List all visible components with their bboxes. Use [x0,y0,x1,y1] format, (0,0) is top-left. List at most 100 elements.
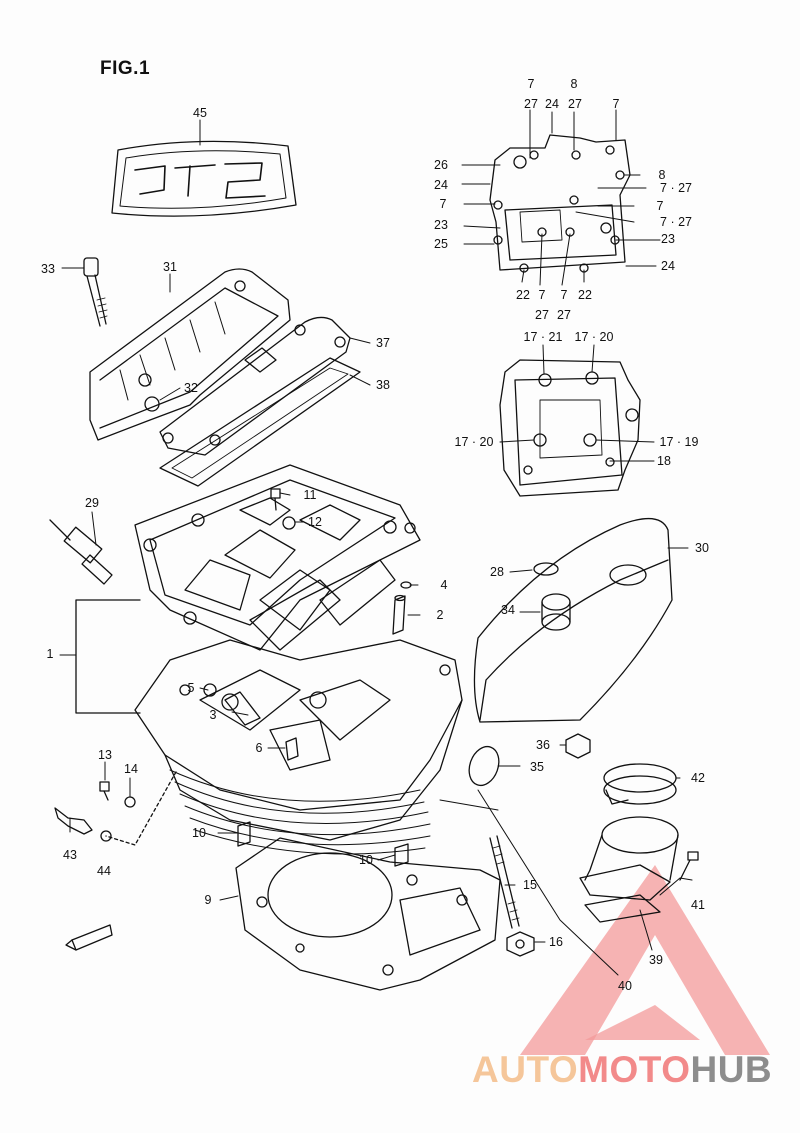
callout-40: 40 [618,979,632,993]
callout-41: 41 [691,898,705,912]
callout-34: 34 [501,603,515,617]
dowel-6 [285,737,299,761]
callout-2: 2 [436,608,444,622]
o-ring-5 [203,683,217,697]
callout-12: 12 [308,515,322,529]
callout-28: 28 [490,565,504,579]
grommet-32 [144,396,160,412]
bolt-41 [679,851,699,881]
callout-top-7d: 7 [656,199,664,213]
cover-topview [489,134,631,273]
callout-top-24b: 24 [434,178,448,192]
callout-bot-18: 18 [657,454,671,468]
callout-top-23: 23 [434,218,448,232]
callout-13: 13 [98,748,112,762]
head-cover-31 [89,268,291,441]
washer-12 [282,516,296,530]
callout-33: 33 [41,262,55,276]
emblem-45 [111,140,297,217]
washer-14 [124,796,136,808]
callout-38: 38 [376,378,390,392]
leader-14-44 [105,771,177,846]
callout-top-24c: 24 [661,259,675,273]
callout-9: 9 [204,893,212,907]
watermark-part-moto: MOTO [578,1049,691,1090]
callout-4: 4 [440,578,448,592]
callout-top-7-27b: 7 · 27 [660,215,692,229]
callout-bot-17-21: 17 · 21 [523,330,563,344]
callout-39: 39 [649,953,663,967]
callout-top-22b: 22 [578,288,592,302]
callout-top-27d: 27 [557,308,571,322]
callout-37: 37 [376,336,390,350]
intake-pipe [579,816,679,901]
grommet-28 [533,562,559,576]
cover-gasket-38 [159,357,361,487]
callout-30: 30 [695,541,709,555]
callout-42: 42 [691,771,705,785]
callout-top-7e: 7 [538,288,546,302]
stud-15 [489,835,520,929]
callout-29: 29 [85,496,99,510]
callout-15: 15 [523,878,537,892]
watermark-triangle [520,865,770,1055]
cylinder-head-lower [134,639,463,855]
callout-top-26: 26 [434,158,448,172]
air-cover-30 [473,518,673,723]
callout-44: 44 [97,864,111,878]
callout-6: 6 [255,741,263,755]
watermark-logo: AUTOMOTOHUB [472,1050,772,1090]
callout-top-25: 25 [434,237,448,251]
clamp-42 [603,763,677,805]
callout-top-27b: 27 [568,97,582,111]
callout-bot-17-20b: 17 · 20 [454,435,494,449]
callout-10a: 10 [192,826,206,840]
callout-14: 14 [124,762,138,776]
callout-32: 32 [184,381,198,395]
figure-title: FIG.1 [100,58,151,79]
callout-43: 43 [63,848,77,862]
callout-31: 31 [163,260,177,274]
callout-top-24: 24 [545,97,559,111]
cylinder-head-upper [134,464,421,651]
valve-cover-37 [159,316,351,456]
callout-top-7b: 7 [612,97,620,111]
nut-16 [506,931,535,957]
dowel-10a [237,821,251,847]
callout-top-22: 22 [516,288,530,302]
dowel-10b [394,843,409,867]
callout-10b: 10 [359,853,373,867]
callout-bot-17-20: 17 · 20 [574,330,614,344]
callout-top-7: 7 [527,77,535,91]
callout-5: 5 [187,681,195,695]
callout-36: 36 [536,738,550,752]
callout-top-7-27: 7 · 27 [660,181,692,195]
callout-top-27c: 27 [535,308,549,322]
callout-11: 11 [303,488,317,502]
callout-16: 16 [549,935,563,949]
callout-bot-17-19: 17 · 19 [659,435,699,449]
temp-sensor-43 [54,807,93,835]
bolt-33 [83,257,108,327]
washer-44 [100,830,112,842]
head-bottomview [499,359,641,497]
callout-35: 35 [530,760,544,774]
watermark-part-hub: HUB [690,1049,773,1090]
callout-1: 1 [46,647,54,661]
grommet-34 [541,593,571,631]
cap-35 [468,745,500,787]
callout-top-7c: 7 [439,197,447,211]
insulator-40 [584,894,661,923]
leader-lines [59,109,693,976]
watermark-part-auto: AUTO [472,1049,579,1090]
bracket-1 [75,599,141,714]
bolt-13 [99,781,110,801]
callout-top-7f: 7 [560,288,568,302]
forward-arrow-icon [65,924,113,951]
callout-top-27: 27 [524,97,538,111]
dowel-2 [392,594,406,635]
dowel-3 [224,691,261,726]
callout-top-8b: 8 [658,168,666,182]
